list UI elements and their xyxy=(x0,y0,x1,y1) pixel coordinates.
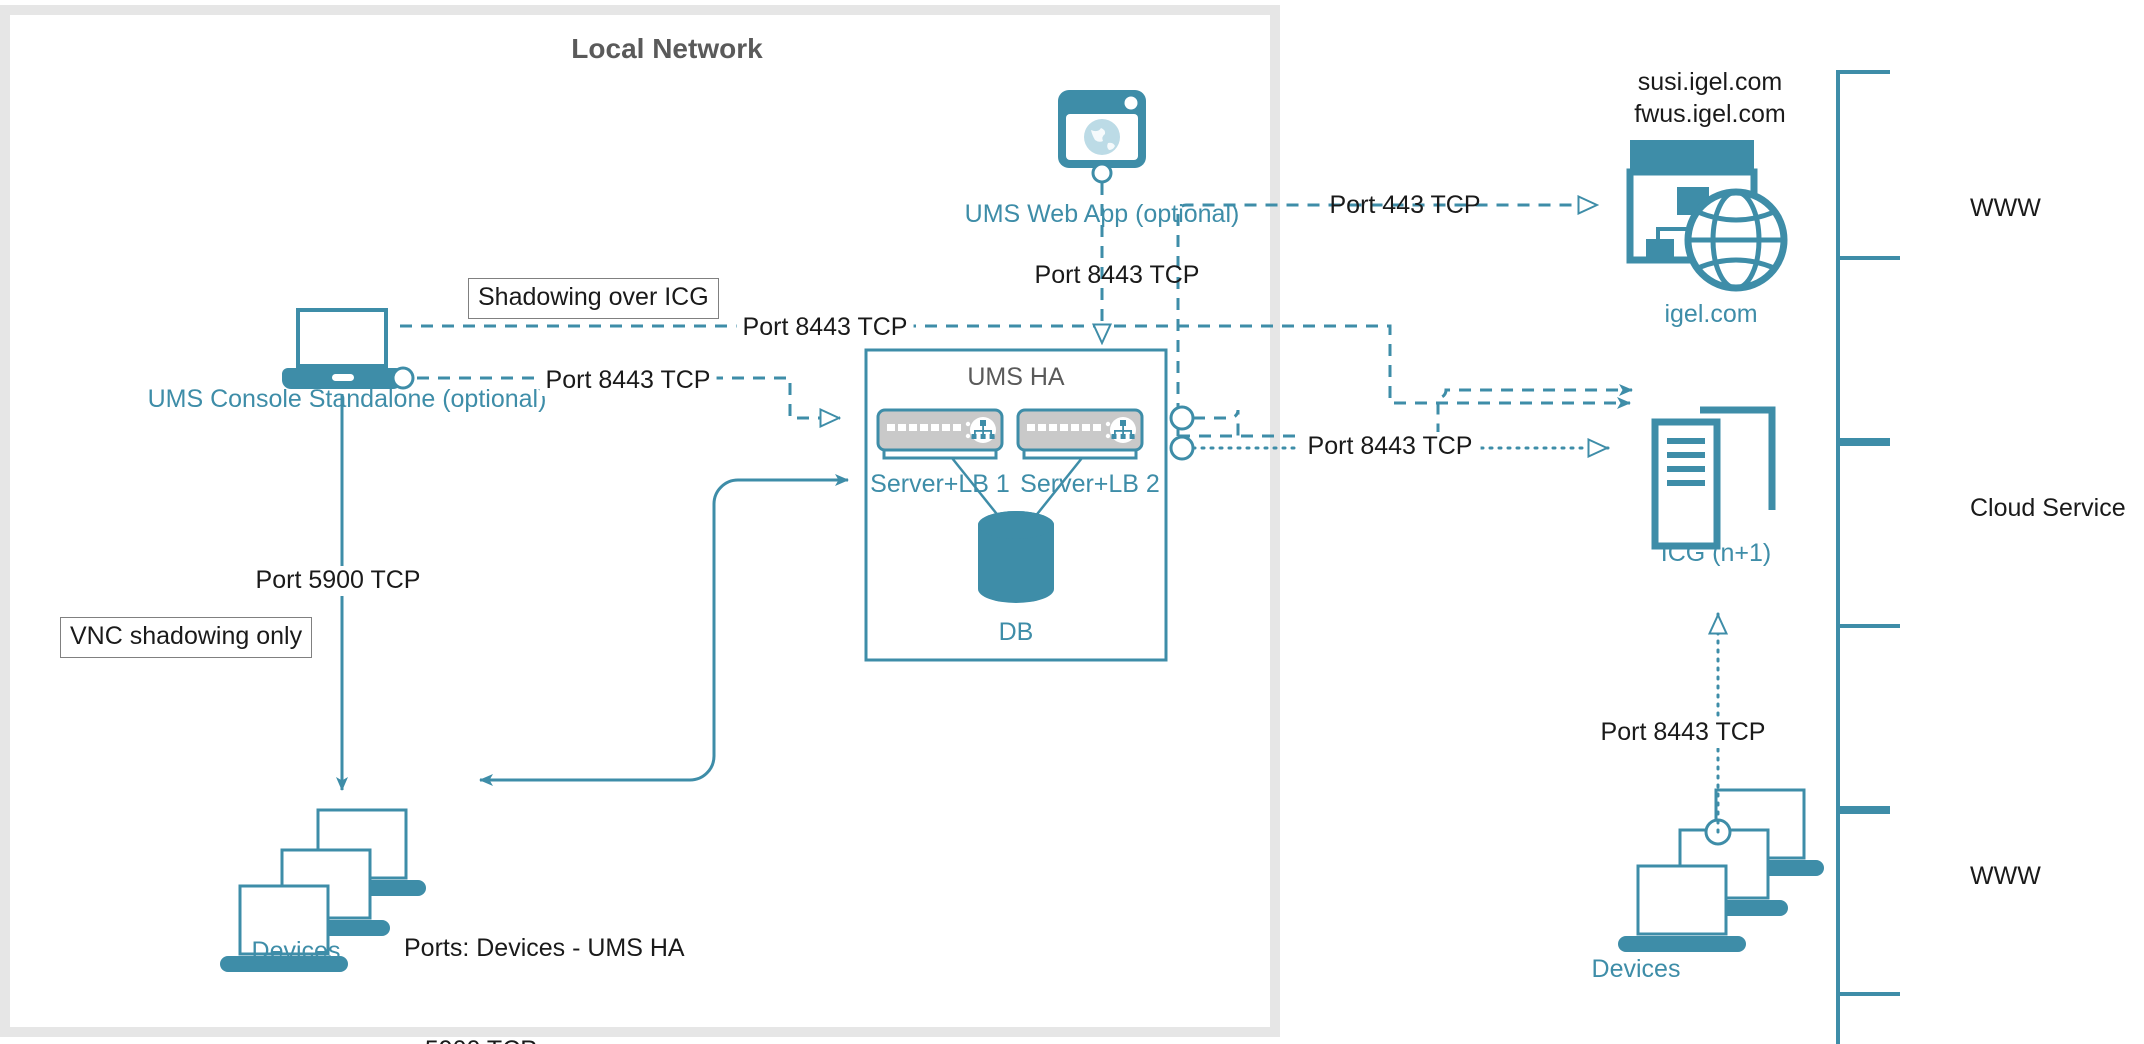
conn-label-console-vnc: Port 5900 TCP xyxy=(249,566,427,596)
zone-label-www-top: WWW xyxy=(1970,194,2041,222)
server2-db-link xyxy=(1033,457,1083,519)
ums-ha-endpoint-dashed xyxy=(1169,405,1195,431)
ums-web-app-label: UMS Web App (optional) xyxy=(964,200,1240,228)
laptop-icon xyxy=(282,308,415,390)
server-tower-icon xyxy=(1651,406,1776,550)
server1-db-link xyxy=(951,457,1001,519)
conn-label-webapp-to-igel: Port 443 TCP xyxy=(1329,191,1481,219)
server-rack-icon xyxy=(876,408,1004,460)
ports-panel-title: Ports: Devices - UMS HA xyxy=(404,934,685,962)
annotation-shadowing-over-icg: Shadowing over ICG xyxy=(468,278,719,319)
conn-label-console-to-ums-ha: Port 8443 TCP xyxy=(539,366,717,396)
devices-remote-label: Devices xyxy=(1591,955,1681,983)
server-lb-1-label: Server+LB 1 xyxy=(870,470,1010,498)
conn-label-console-shadowing: Port 8443 TCP xyxy=(736,313,914,343)
conn-label-webapp-to-ums-ha: Port 8443 TCP xyxy=(1034,261,1200,289)
devices-local-label: Devices xyxy=(251,937,341,965)
conn-webapp-to-igel xyxy=(1176,205,1598,436)
db-label: DB xyxy=(998,618,1034,646)
ums-ha-label: UMS HA xyxy=(967,363,1065,391)
page-title: Local Network xyxy=(571,33,763,64)
browser-globe-icon xyxy=(1058,90,1146,184)
server-lb-2-label: Server+LB 2 xyxy=(1020,470,1160,498)
database-cylinder-icon xyxy=(978,511,1054,603)
icg-label: ICG (n+1) xyxy=(1660,539,1772,567)
ums-console-label: UMS Console Standalone (optional) xyxy=(147,385,547,413)
conn-label-devices-remote-to-icg: Port 8443 TCP xyxy=(1592,718,1774,748)
ports-panel-row: ↓·5900 TCP xyxy=(404,1033,685,1044)
local-network-boundary xyxy=(0,5,1280,1037)
annotation-vnc-shadowing-only: VNC shadowing only xyxy=(60,617,313,658)
igel-com-label: igel.com xyxy=(1664,300,1758,328)
website-globe-icon xyxy=(1626,140,1788,292)
conn-devices-to-ums-ha xyxy=(479,474,849,786)
laptop-stack-icon xyxy=(1618,788,1824,952)
zone-bracket-www-bottom xyxy=(1836,806,1890,1044)
laptop-stack-icon xyxy=(220,808,426,972)
zone-label-www-bottom: WWW xyxy=(1970,862,2041,890)
server-rack-icon xyxy=(1016,408,1144,460)
conn-label-ums-ha-to-icg: Port 8443 TCP xyxy=(1299,432,1481,462)
ums-ha-endpoint-dotted xyxy=(1169,435,1195,461)
igel-hosts-label: susi.igel.com fwus.igel.com xyxy=(1634,68,1786,128)
ums-ha-box xyxy=(864,348,1168,662)
zone-label-cloud-service: Cloud Service xyxy=(1970,494,2126,522)
